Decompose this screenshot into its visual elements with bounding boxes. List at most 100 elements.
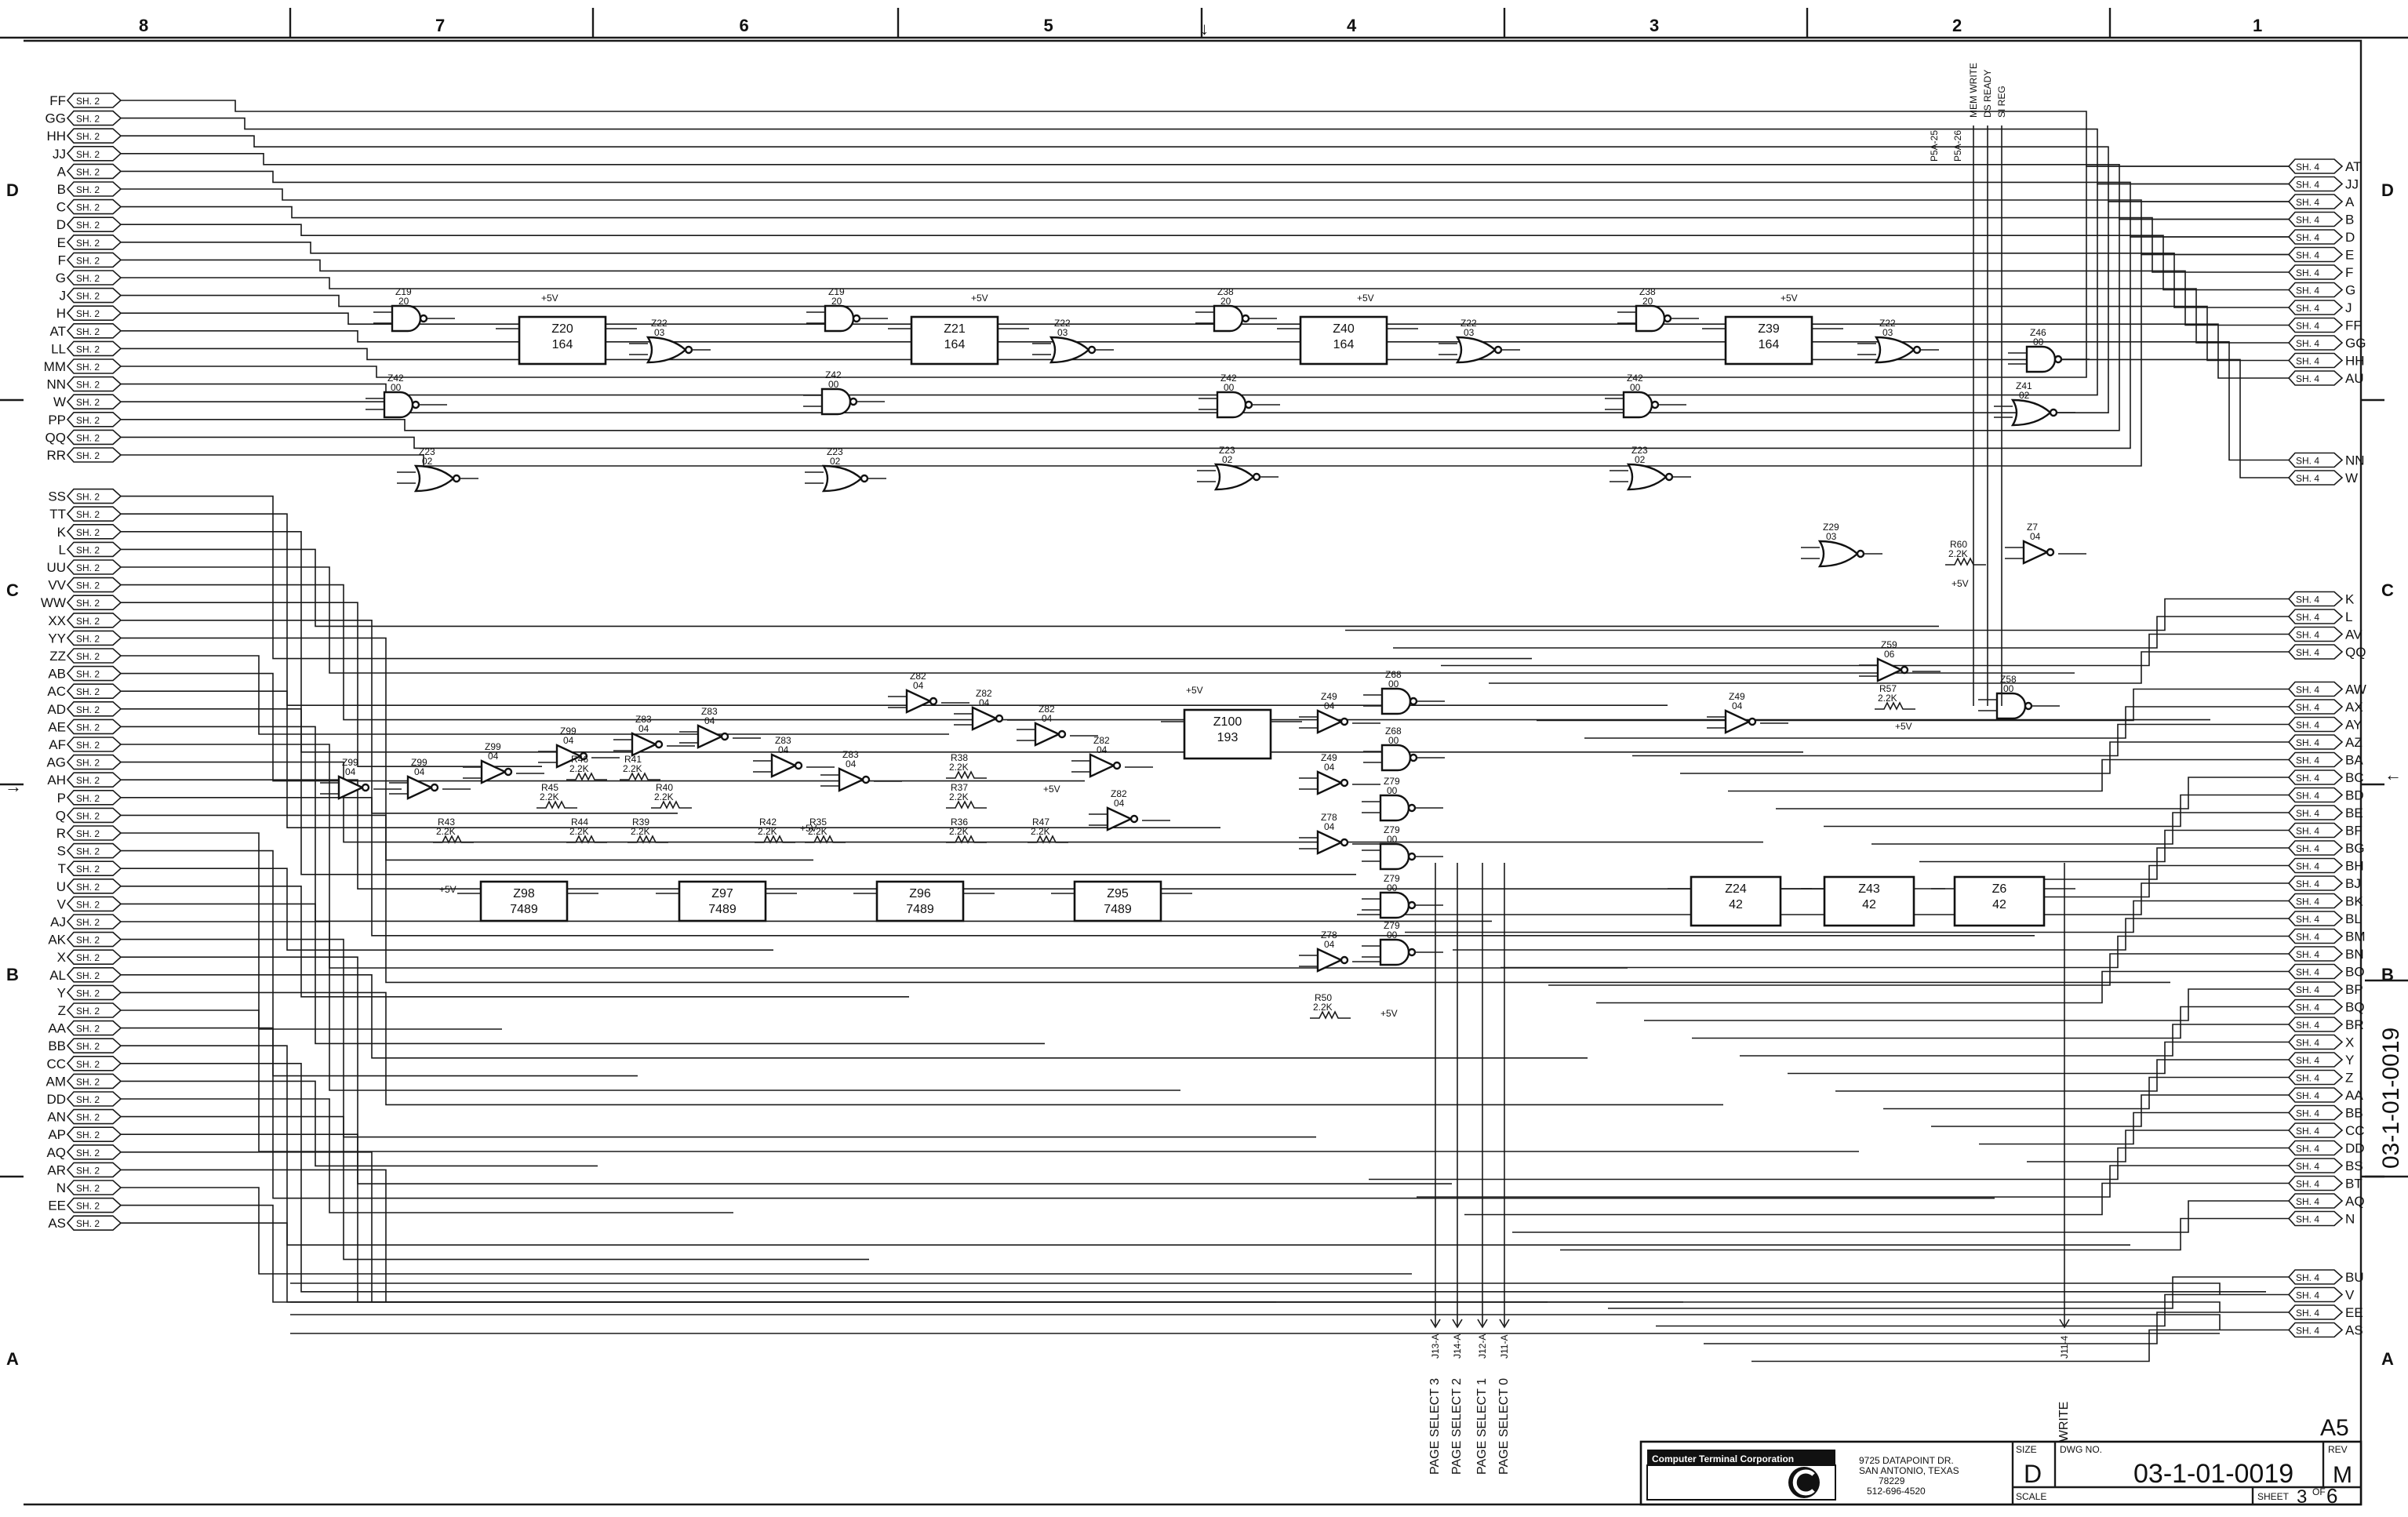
connector-signal: AZ: [2345, 735, 2363, 750]
chip-type: 7489: [510, 903, 538, 916]
connector-sheet-ref: SH. 4: [2296, 612, 2319, 623]
connector-sheet-ref: SH. 4: [2296, 897, 2319, 908]
zone-row-right-D: D: [2381, 180, 2394, 200]
connector-sheet-ref: SH. 2: [76, 1094, 100, 1105]
connector-signal: BQ: [2345, 1000, 2365, 1015]
connector-sheet-ref: SH. 4: [2296, 967, 2319, 978]
connector-sheet-ref: SH. 2: [76, 326, 100, 337]
ic-chips: Z20164Z21164Z40164Z39164Z100193Z987489Z9…: [457, 315, 2075, 927]
gate-ref: Z38: [1217, 286, 1234, 297]
connector-sheet-ref: SH. 2: [76, 450, 100, 461]
connector-sheet-ref: SH. 4: [2296, 737, 2319, 748]
connector-signal: BU: [2345, 1270, 2364, 1285]
connector-sheet-ref: SH. 2: [76, 202, 100, 213]
power-label: +5V: [1781, 293, 1798, 304]
connector-signal: NN: [2345, 453, 2365, 468]
bottom-signal-pin: J13-A: [1430, 1334, 1441, 1359]
connector-signal: AV: [2345, 628, 2363, 642]
chip-type: 42: [1729, 898, 1743, 911]
rev-value: M: [2333, 1462, 2352, 1488]
resistor-value: 2.2K: [949, 791, 969, 802]
gate-type: 04: [638, 723, 649, 734]
connector-signal: U: [56, 879, 66, 894]
connector-signal: BM: [2345, 929, 2366, 944]
connector-signal: AF: [49, 737, 66, 752]
connector-sheet-ref: SH. 2: [76, 397, 100, 408]
gate-type: 04: [979, 697, 990, 708]
connector-sheet-ref: SH. 2: [76, 722, 100, 733]
connector-signal: BG: [2345, 841, 2365, 856]
connector-signal: BR: [2345, 1017, 2364, 1032]
connector-sheet-ref: SH. 2: [76, 651, 100, 662]
zone-col-5: 5: [1044, 16, 1053, 35]
connector-signal: D: [2345, 230, 2355, 245]
connector-sheet-ref: SH. 2: [76, 166, 100, 177]
gate-ref: Z42: [825, 369, 842, 380]
gate-ref: Z58: [2000, 674, 2017, 685]
top-signal: SI REG: [1996, 85, 2007, 118]
gate-type: 00: [1630, 382, 1641, 393]
gate-type: 02: [830, 456, 841, 467]
connector-sheet-ref: SH. 4: [2296, 1108, 2319, 1119]
zone-col-8: 8: [139, 16, 148, 35]
connector-signal: BE: [2345, 806, 2363, 820]
connector-sheet-ref: SH. 2: [76, 114, 100, 125]
connector-sheet-ref: SH. 2: [76, 633, 100, 644]
connector-sheet-ref: SH. 4: [2296, 1090, 2319, 1101]
connector-sheet-ref: SH. 2: [76, 686, 100, 697]
gate-ref: Z82: [1111, 788, 1127, 799]
connector-signal: Y: [2345, 1053, 2354, 1068]
connector-signal: BH: [2345, 859, 2364, 874]
gate-type: 20: [1642, 296, 1653, 307]
gate-type: 00: [828, 379, 839, 390]
connector-signal: D: [56, 217, 66, 232]
chip-type: 164: [1759, 338, 1780, 351]
connector-sheet-ref: SH. 2: [76, 238, 100, 249]
connector-signal: XX: [48, 613, 66, 628]
top-signal-pin: P5A-25: [1929, 130, 1940, 162]
connector-sheet-ref: SH. 2: [76, 562, 100, 573]
gate-type: 00: [1387, 929, 1398, 940]
gate-type: 00: [1388, 735, 1399, 746]
connector-sheet-ref: SH. 2: [76, 1041, 100, 1052]
gate-ref: Z83: [842, 749, 859, 760]
gate-ref: Z68: [1385, 669, 1402, 680]
zone-row-left-D: D: [6, 180, 19, 200]
gate-ref: Z79: [1384, 920, 1400, 931]
connector-signal: W: [53, 395, 66, 409]
connector-signal: AB: [48, 667, 66, 682]
connector-signal: N: [56, 1180, 66, 1195]
bottom-signal-pin: J14-A: [1452, 1334, 1463, 1359]
top-signal: DS READY: [1982, 70, 1993, 118]
connector-sheet-ref: SH. 2: [76, 184, 100, 195]
resistor-value: 2.2K: [758, 826, 777, 837]
